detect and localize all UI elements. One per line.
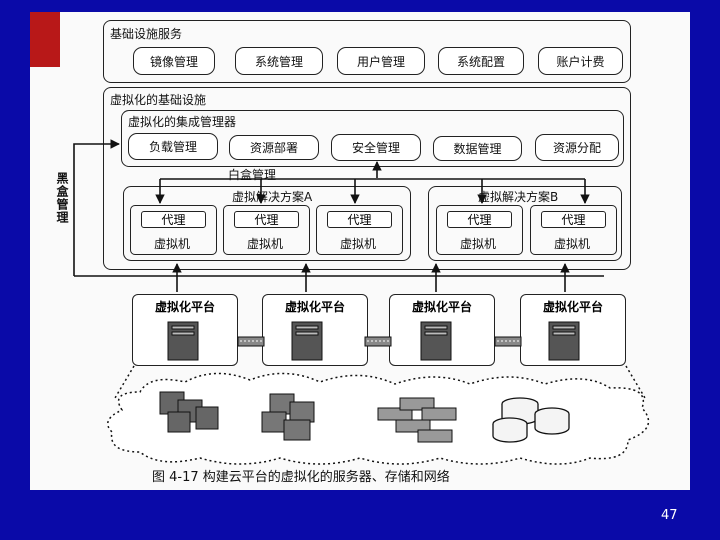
resource-allocation-button: 资源分配 bbox=[535, 134, 619, 161]
integrated-manager-title: 虚拟化的集成管理器 bbox=[128, 115, 237, 129]
image-management-button: 镜像管理 bbox=[133, 47, 215, 75]
storage-cluster-icon bbox=[261, 393, 315, 441]
figure-caption: 图 4-17 构建云平台的虚拟化的服务器、存储和网络 bbox=[152, 470, 450, 485]
server-icons bbox=[167, 321, 580, 361]
agent-a1: 代理 bbox=[141, 211, 206, 228]
vm-label-b1: 虚拟机 bbox=[460, 237, 497, 251]
system-management-button: 系统管理 bbox=[235, 47, 323, 75]
disk-storage-icon bbox=[492, 397, 570, 443]
agent-b1: 代理 bbox=[447, 211, 512, 228]
solution-a-title: 虚拟解决方案A bbox=[232, 190, 313, 204]
load-management-button: 负载管理 bbox=[128, 133, 218, 160]
agent-a3: 代理 bbox=[327, 211, 392, 228]
solution-b-title: 虚拟解决方案B bbox=[478, 190, 559, 204]
accent-block bbox=[30, 12, 60, 67]
vm-label-a3: 虚拟机 bbox=[340, 237, 377, 251]
agent-a2: 代理 bbox=[234, 211, 299, 228]
black-box-label: 黑盒管理 bbox=[55, 172, 69, 224]
data-management-button: 数据管理 bbox=[433, 136, 522, 161]
black-box-arrow bbox=[73, 139, 120, 276]
server-cluster-icon bbox=[159, 391, 219, 433]
vm-label-a1: 虚拟机 bbox=[154, 237, 191, 251]
platform-4-label: 虚拟化平台 bbox=[542, 300, 603, 314]
system-config-button: 系统配置 bbox=[438, 47, 524, 75]
virtual-infra-title: 虚拟化的基础设施 bbox=[110, 93, 207, 107]
platform-3-label: 虚拟化平台 bbox=[411, 300, 472, 314]
page-number: 47 bbox=[661, 508, 678, 523]
infra-services-title: 基础设施服务 bbox=[110, 27, 183, 41]
security-management-button: 安全管理 bbox=[331, 134, 421, 161]
platform-1-label: 虚拟化平台 bbox=[154, 300, 215, 314]
vm-label-b2: 虚拟机 bbox=[554, 237, 591, 251]
network-switch-icon bbox=[377, 397, 457, 443]
agent-b2: 代理 bbox=[541, 211, 606, 228]
switch-icons bbox=[237, 336, 522, 347]
user-management-button: 用户管理 bbox=[337, 47, 425, 75]
account-billing-button: 账户计费 bbox=[538, 47, 623, 75]
vm-label-a2: 虚拟机 bbox=[247, 237, 284, 251]
resource-deploy-button: 资源部署 bbox=[229, 135, 319, 160]
platform-2-label: 虚拟化平台 bbox=[284, 300, 345, 314]
